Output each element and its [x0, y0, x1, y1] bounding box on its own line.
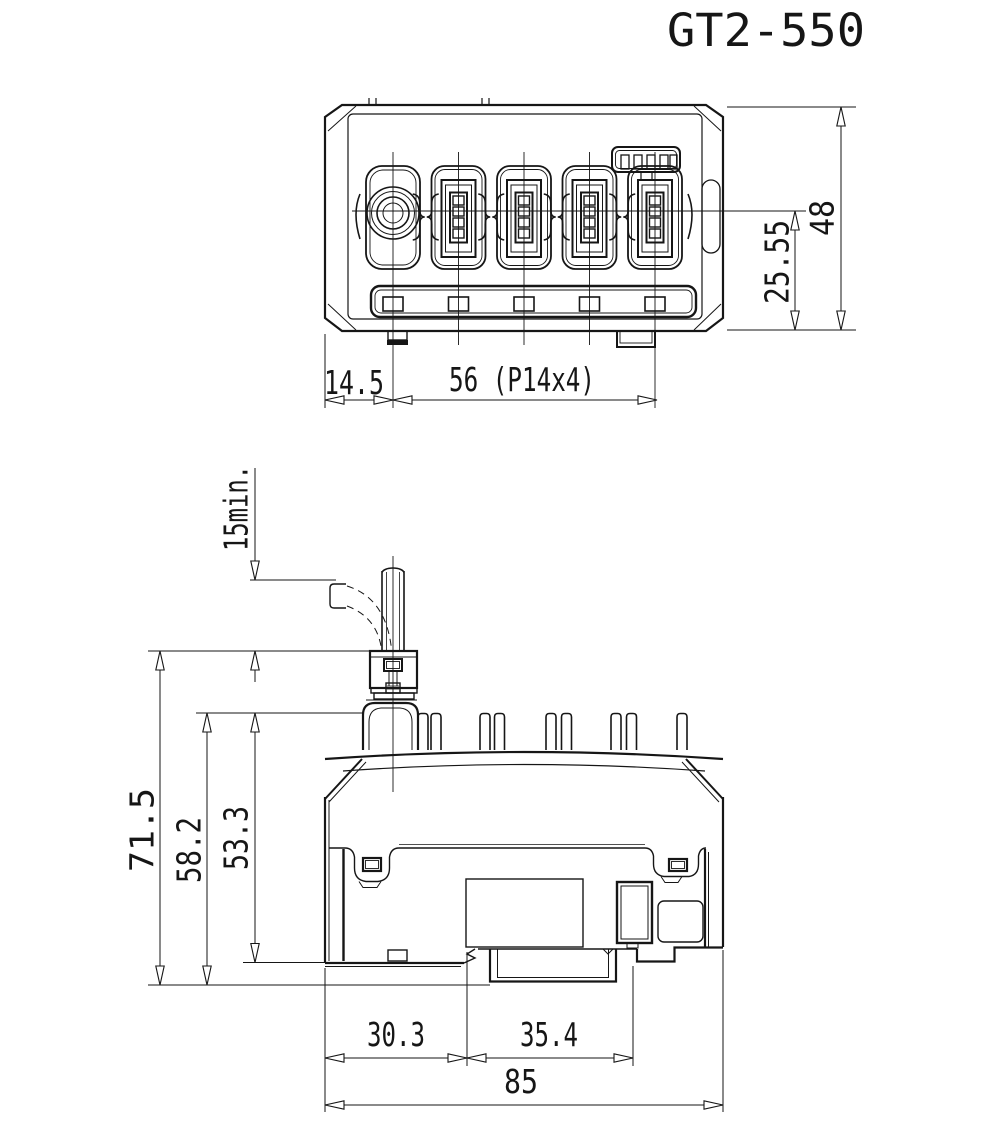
- cable: [381, 567, 405, 651]
- dim-height-48: 48: [727, 106, 856, 331]
- din-tab-large: [616, 330, 656, 348]
- connector-plug: [368, 649, 419, 700]
- dim-label-71-5: 71.5: [123, 788, 162, 872]
- slide-switch: [615, 880, 654, 949]
- dim-label-14-5: 14.5: [324, 363, 384, 402]
- dim-label-30-3: 30.3: [367, 1015, 425, 1054]
- dim-overall-height: 71.5: [123, 650, 490, 986]
- side-slot: [701, 179, 721, 254]
- dim-label-35-4: 35.4: [520, 1015, 578, 1054]
- din-tab-small: [387, 330, 408, 345]
- dim-label-53-3: 53.3: [217, 806, 256, 870]
- rect-port: [430, 165, 487, 270]
- connector-comb: [611, 146, 681, 181]
- top-view: 48 25.55 14.5 56 (P14x4): [323, 98, 856, 408]
- dim-cable-bend: 15min.: [217, 465, 336, 682]
- dim-height-58-2: 58.2: [170, 712, 363, 986]
- circular-port: [365, 165, 421, 270]
- dim-label-48: 48: [803, 200, 842, 236]
- port-stubs: [417, 712, 688, 750]
- din-clip-left: [361, 856, 383, 873]
- dim-height-53-3: 53.3: [217, 712, 325, 964]
- dim-label-56: 56 (P14x4): [449, 360, 595, 399]
- dim-label-15min: 15min.: [217, 465, 256, 551]
- din-catch: [488, 949, 618, 983]
- dim-label-25-55: 25.55: [758, 220, 797, 304]
- front-view: 15min. 71.5 58.2 53.3: [123, 465, 725, 1112]
- rect-port: [496, 165, 552, 270]
- dim-overall-width: 85: [324, 1062, 724, 1110]
- dim-14-5-and-56: 14.5 56 (P14x4): [324, 334, 658, 408]
- rect-port: [627, 165, 683, 270]
- dim-label-58-2: 58.2: [170, 817, 209, 883]
- dim-label-85: 85: [504, 1062, 538, 1101]
- port-boss: [361, 699, 420, 750]
- rounded-panel: [657, 900, 704, 943]
- front-body: [323, 750, 725, 983]
- dim-center-25-55: 25.55: [758, 210, 800, 331]
- small-port: [387, 949, 408, 962]
- din-clip-right: [667, 857, 689, 873]
- rect-port: [561, 165, 618, 270]
- top-view-body: [323, 98, 725, 333]
- rect-ports: [430, 165, 683, 270]
- mounting-bar: [369, 284, 698, 319]
- port-separators: [355, 193, 693, 241]
- label-plate: [465, 878, 584, 948]
- dim-30-3-and-35-4: 30.3 35.4: [324, 950, 724, 1112]
- drawing-title: GT2-550: [667, 4, 865, 57]
- cable-bend-phantom: [329, 583, 392, 650]
